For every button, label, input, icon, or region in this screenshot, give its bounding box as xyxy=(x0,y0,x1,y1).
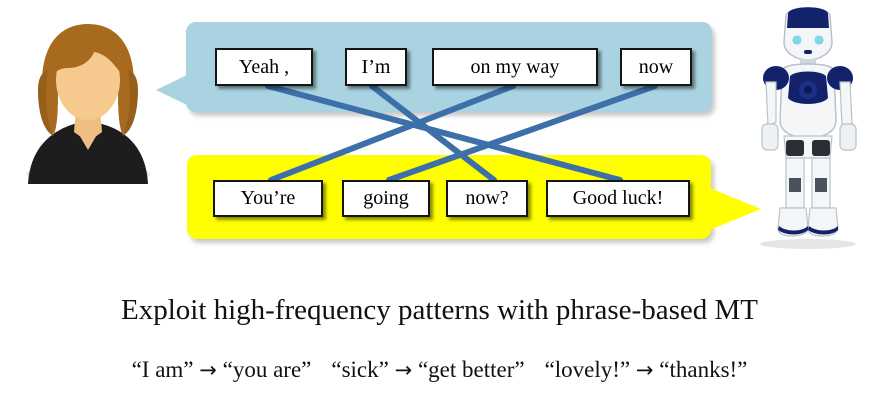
arrow-icon: → xyxy=(394,358,413,382)
arrow-icon: → xyxy=(199,358,217,382)
target-phrase-chip[interactable]: now? xyxy=(446,180,528,217)
nao-robot-avatar xyxy=(742,2,874,250)
target-phrase-chip[interactable]: Good luck! xyxy=(546,180,690,217)
nao-robot-graphic xyxy=(760,7,857,249)
example-source-phrase: “I am” xyxy=(131,357,200,382)
example-target-phrase: “you are” xyxy=(216,357,312,382)
target-phrase-chip[interactable]: going xyxy=(342,180,430,217)
source-phrase-chip[interactable]: now xyxy=(620,48,692,86)
source-bubble-tail xyxy=(156,75,187,105)
woman-avatar-graphic xyxy=(26,24,150,184)
example-source-phrase: “sick” xyxy=(331,357,395,382)
example-target-phrase: “thanks!” xyxy=(653,357,748,382)
target-bubble-tail xyxy=(710,188,761,230)
source-phrase-chip[interactable]: Yeah , xyxy=(215,48,313,86)
examples-text: “I am” → “you are” “sick” → “get better” “… xyxy=(0,357,879,383)
target-phrase-chip[interactable]: You’re xyxy=(213,180,323,217)
arrow-icon: → xyxy=(635,358,654,382)
example-target-phrase: “get better” xyxy=(412,357,525,382)
example-source-phrase: “lovely!” xyxy=(544,357,636,382)
source-phrase-chip[interactable]: I’m xyxy=(345,48,407,86)
source-phrase-chip[interactable]: on my way xyxy=(432,48,598,86)
headline-text: Exploit high-frequency patterns with phr… xyxy=(120,294,758,326)
woman-avatar xyxy=(14,14,162,186)
